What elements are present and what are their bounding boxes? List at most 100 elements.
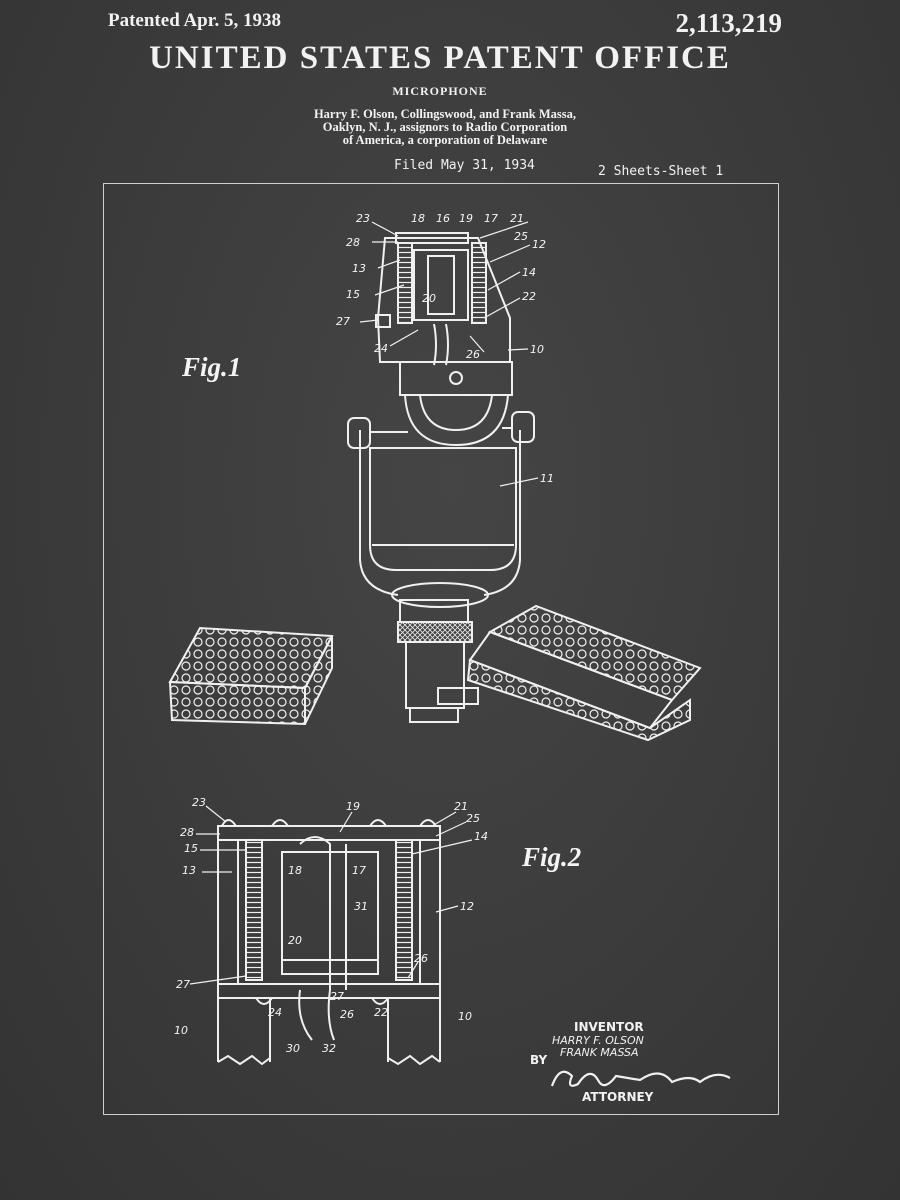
fig1-microphone-drawing xyxy=(347,232,535,723)
fig2-label: 22 xyxy=(374,1006,388,1019)
fig2-label: 15 xyxy=(184,842,198,855)
inventor-name: HARRY F. OLSON xyxy=(552,1034,644,1047)
grille-top xyxy=(168,626,334,690)
grille-side xyxy=(304,635,333,725)
fig1-label: 27 xyxy=(336,315,350,328)
fig1-label: 12 xyxy=(532,238,546,251)
ribbon-loop xyxy=(299,836,347,990)
fig2-label: 27 xyxy=(330,990,344,1003)
inventors-line: Oaklyn, N. J., assignors to Radio Corpor… xyxy=(322,120,568,134)
lower-body xyxy=(369,447,517,571)
fig1-label: 28 xyxy=(346,236,360,249)
fig1-label: 21 xyxy=(510,212,524,225)
inventor-heading: INVENTOR xyxy=(574,1020,644,1034)
fig1-label: 25 xyxy=(514,230,528,243)
left-grille-box xyxy=(168,626,334,726)
fig2-label: 20 xyxy=(288,934,302,947)
inventors-line: of America, a corporation of Delaware xyxy=(342,133,548,147)
ribbon xyxy=(427,255,455,315)
fig2-label: 13 xyxy=(182,864,196,877)
connector-tab xyxy=(437,687,479,705)
base-collar xyxy=(399,599,469,623)
sheet-count: 2 Sheets-Sheet 1 xyxy=(598,164,724,179)
fig1-label: 10 xyxy=(530,343,544,356)
inventors-block: Harry F. Olson, Collingswood, and Frank … xyxy=(270,108,620,147)
right-grille-box xyxy=(466,604,702,742)
fig2-label: 18 xyxy=(288,864,302,877)
fig2-label: 26 xyxy=(340,1008,354,1021)
top-plate xyxy=(217,825,441,841)
fig1-label: 18 xyxy=(411,212,425,225)
lead-wires xyxy=(298,989,335,1041)
fig2-label: 14 xyxy=(474,830,488,843)
stand-arms xyxy=(359,430,521,596)
grille-front xyxy=(168,680,306,726)
top-clamp-bar xyxy=(395,232,469,244)
fig2-leader-lines xyxy=(189,805,473,985)
yoke-arc xyxy=(404,394,509,447)
fig2-label: 26 xyxy=(414,952,428,965)
fig1-label: 17 xyxy=(484,212,498,225)
inventors-line: Harry F. Olson, Collingswood, and Frank … xyxy=(313,107,577,121)
fig1-label: 16 xyxy=(436,212,450,225)
fig2-label: 32 xyxy=(322,1042,336,1055)
fig2-label: 23 xyxy=(192,796,206,809)
fig2-label: 28 xyxy=(180,826,194,839)
ribbon-frame xyxy=(413,249,469,321)
fig1-leader-lines xyxy=(359,221,539,487)
fig1-label: 14 xyxy=(522,266,536,279)
fig1-label: 23 xyxy=(356,212,370,225)
attorney-signature xyxy=(550,1070,731,1087)
fig2-label: 12 xyxy=(460,900,474,913)
fig2-caption: Fig.2 xyxy=(521,842,581,872)
right-knob xyxy=(511,411,535,443)
fig2-label: 10 xyxy=(458,1010,472,1023)
fig2-cross-section xyxy=(217,819,441,1066)
knurled-ring xyxy=(397,621,473,643)
right-coil xyxy=(471,242,487,324)
leads xyxy=(433,323,449,366)
support-legs xyxy=(217,998,441,1062)
connector-body xyxy=(405,641,465,709)
invention-title: MICROPHONE xyxy=(392,84,488,98)
grille-bottom xyxy=(466,658,691,742)
filed-date: Filed May 31, 1934 xyxy=(394,158,535,173)
left-coil xyxy=(397,242,413,324)
clamp-band xyxy=(399,361,513,396)
left-pole xyxy=(217,839,239,985)
fig1-caption: Fig.1 xyxy=(181,352,241,382)
fig1-label: 11 xyxy=(540,472,554,485)
fig2-label: 31 xyxy=(354,900,368,913)
fig2-label: 25 xyxy=(466,812,480,825)
connector-end xyxy=(409,707,459,723)
drawing-frame xyxy=(103,183,779,1115)
left-break-line xyxy=(217,1054,271,1066)
attorney-label: ATTORNEY xyxy=(582,1090,654,1104)
screw-heads-top xyxy=(221,819,437,827)
fig1-label: 19 xyxy=(459,212,473,225)
fig2-label: 17 xyxy=(352,864,366,877)
fig1-label: 24 xyxy=(374,342,388,355)
base-dome xyxy=(391,582,489,608)
by-label: BY xyxy=(530,1053,548,1067)
patent-number: 2,113,219 xyxy=(675,8,782,38)
left-coil-section xyxy=(245,839,263,981)
patent-date: Patented Apr. 5, 1938 xyxy=(108,10,281,31)
fig1-label: 26 xyxy=(466,348,480,361)
fig1-label: 22 xyxy=(522,290,536,303)
fig2-label: 21 xyxy=(454,800,468,813)
fig1-label: 13 xyxy=(352,262,366,275)
fig2-label: 24 xyxy=(268,1006,282,1019)
fig1-label: 15 xyxy=(346,288,360,301)
fig2-label: 19 xyxy=(346,800,360,813)
fig1-label-group: 23 18 16 19 17 21 28 25 12 13 14 15 20 2… xyxy=(336,212,554,485)
right-coil-section xyxy=(395,839,413,981)
band-screw xyxy=(449,371,463,385)
small-block xyxy=(375,314,391,328)
fig2-label-group: 23 19 21 25 28 14 15 13 18 17 12 31 20 2… xyxy=(174,796,488,1055)
fig2-label: 10 xyxy=(174,1024,188,1037)
office-heading: UNITED STATES PATENT OFFICE xyxy=(149,40,731,76)
fig1-label: 20 xyxy=(422,292,436,305)
